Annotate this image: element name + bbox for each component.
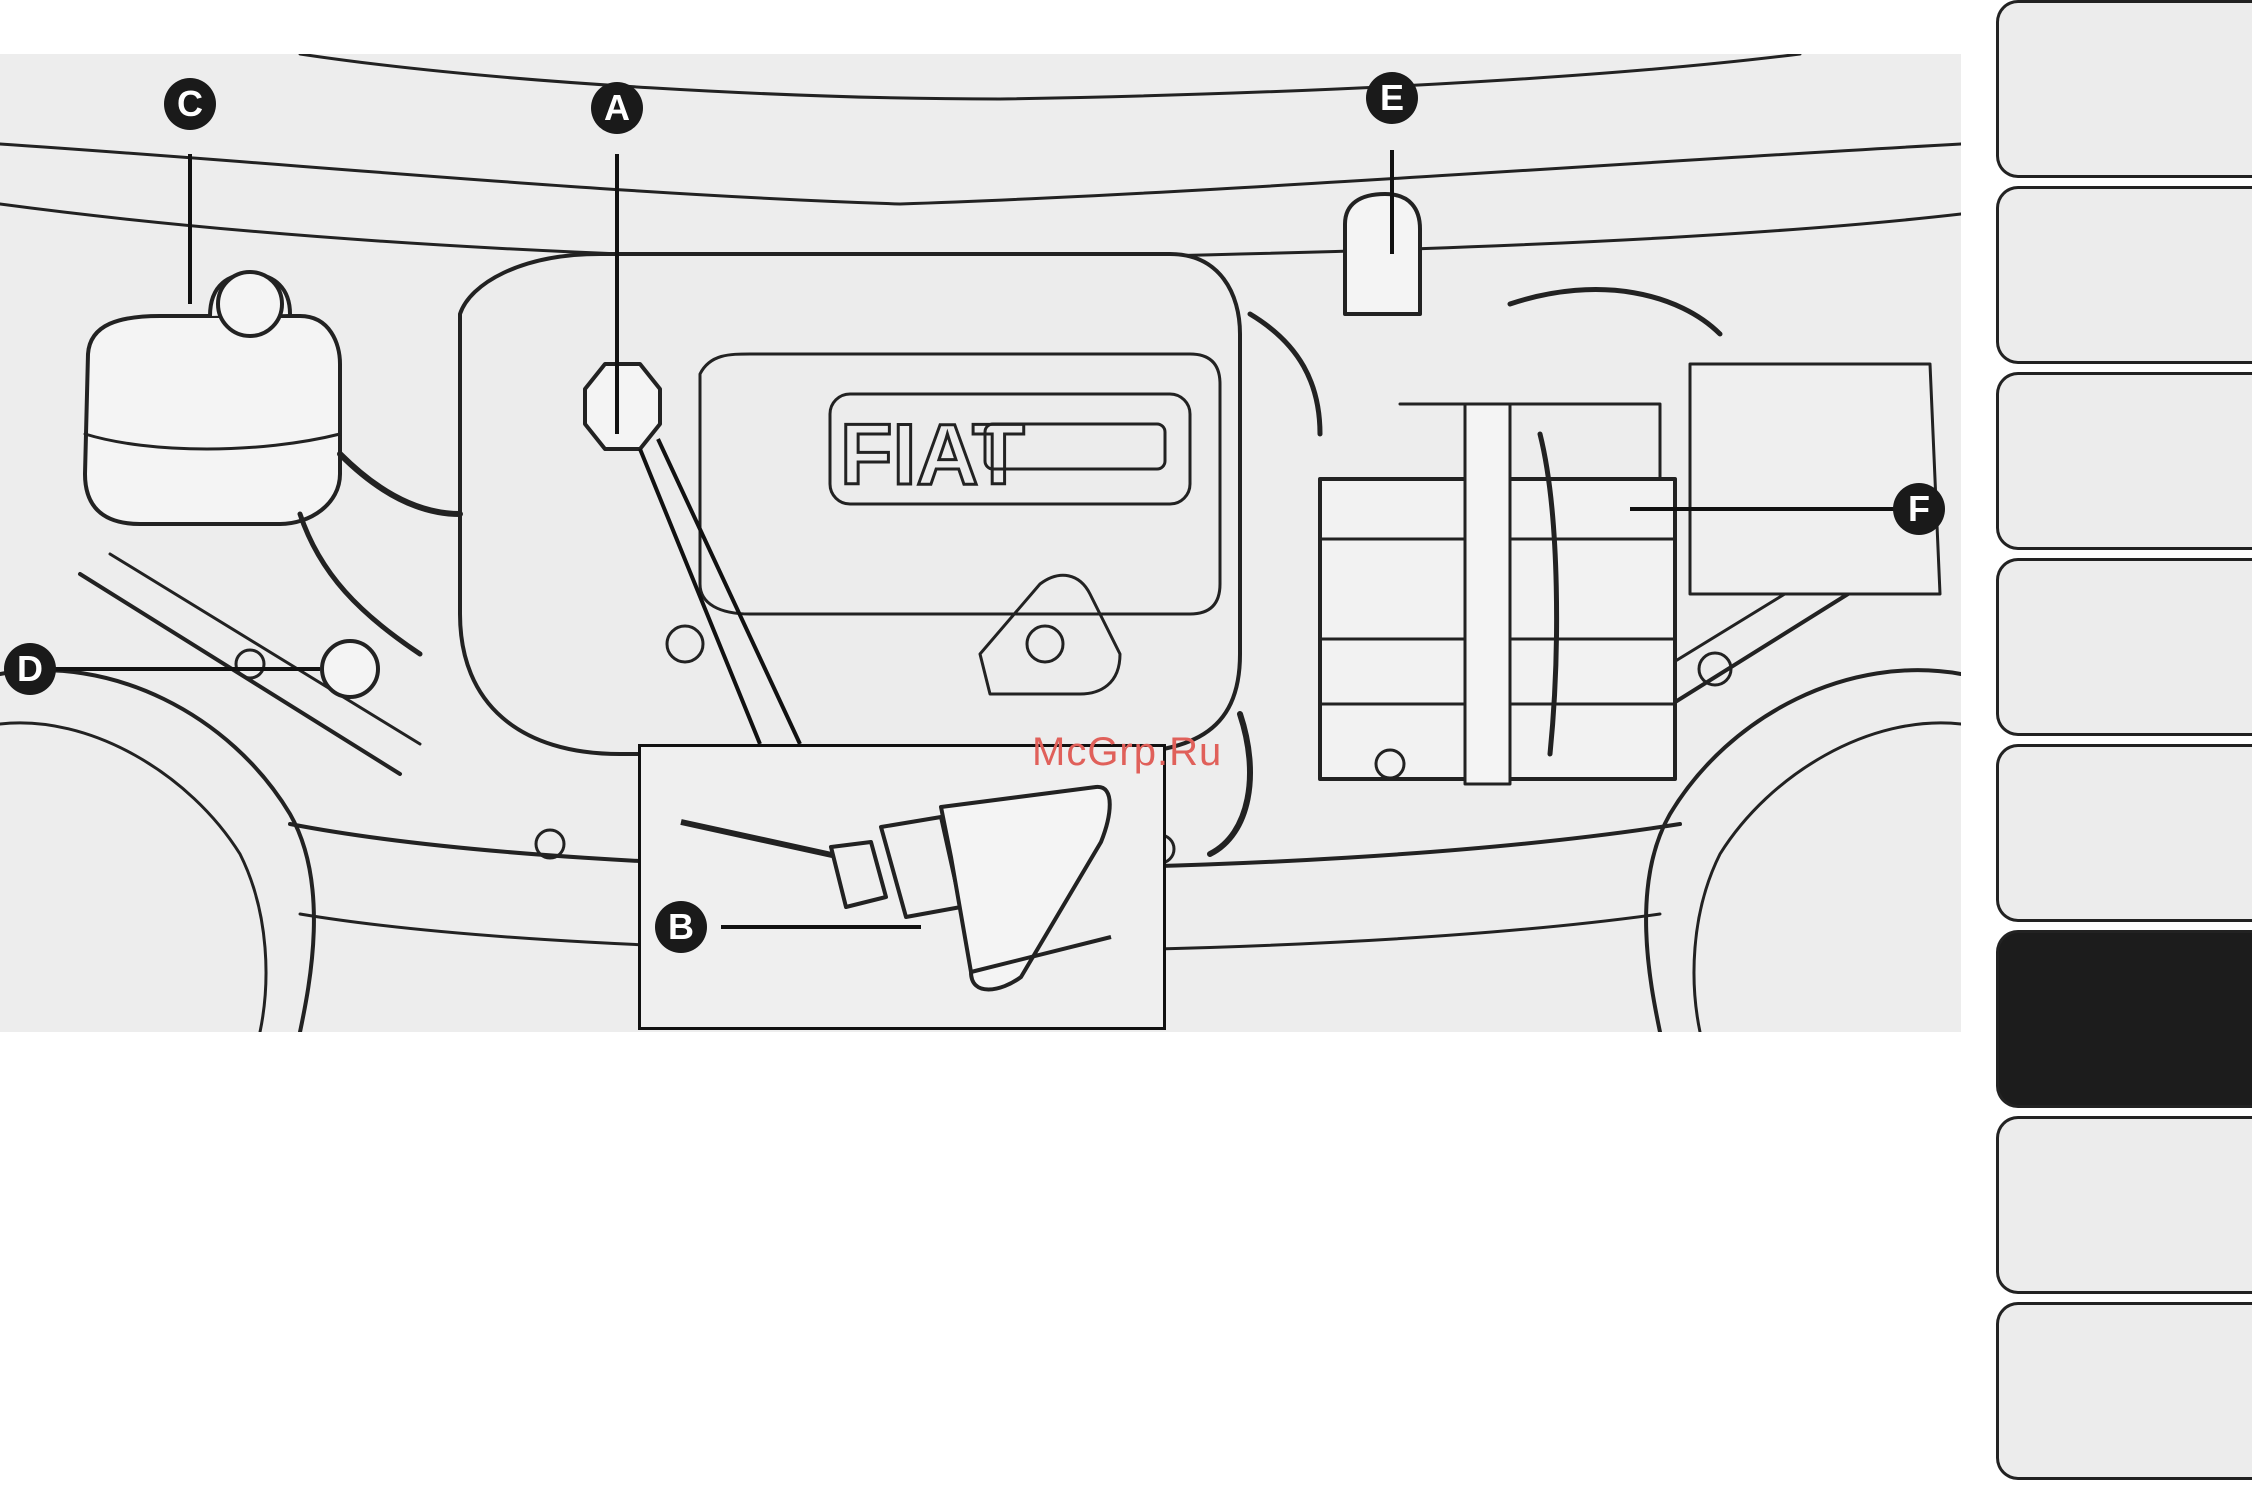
fiat-logo-text: FIAT <box>840 407 1025 503</box>
chapter-tab-2[interactable] <box>1996 186 2252 364</box>
oil-dipstick-inset: B <box>638 744 1166 1030</box>
callout-e: E <box>1366 72 1418 124</box>
dipstick-drawing <box>641 747 1163 1027</box>
chapter-tab-5[interactable] <box>1996 744 2252 922</box>
chapter-tab-6-active[interactable] <box>1996 930 2252 1108</box>
chapter-tab-3[interactable] <box>1996 372 2252 550</box>
callout-f: F <box>1893 483 1945 535</box>
fiat-logo: FIAT <box>830 404 1080 504</box>
callout-d: D <box>4 643 56 695</box>
callout-a: A <box>591 82 643 134</box>
chapter-tab-7[interactable] <box>1996 1116 2252 1294</box>
chapter-tab-4[interactable] <box>1996 558 2252 736</box>
chapter-tab-1[interactable] <box>1996 0 2252 178</box>
chapter-tab-8[interactable] <box>1996 1302 2252 1480</box>
callout-c: C <box>164 78 216 130</box>
callout-b: B <box>655 901 707 953</box>
chapter-tabs <box>1996 0 2252 1500</box>
watermark: McGrp.Ru <box>1032 730 1222 775</box>
